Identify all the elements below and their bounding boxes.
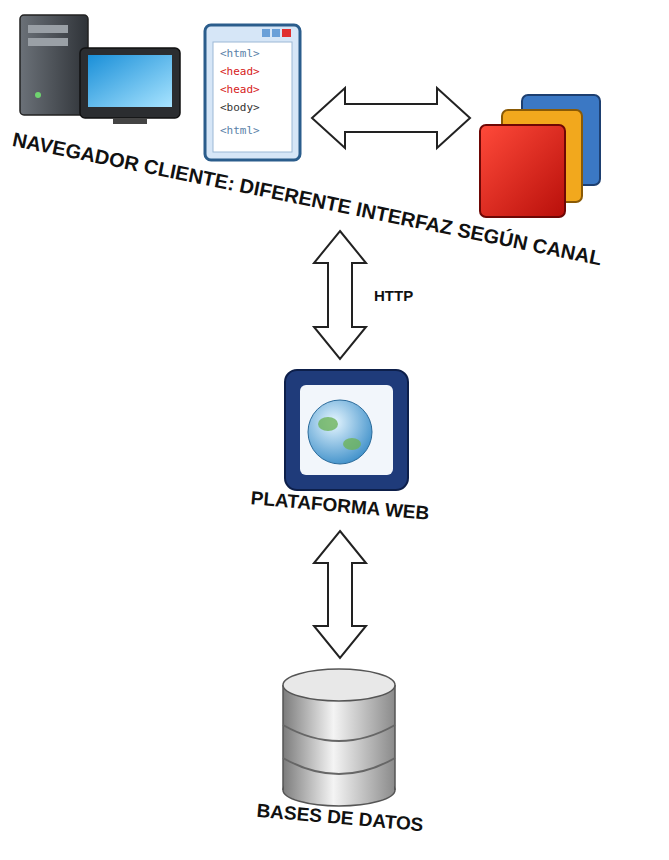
code-tag: <html> xyxy=(220,124,260,137)
database-icon xyxy=(283,669,395,806)
icon-node: PLATAFORMA WEB xyxy=(220,365,460,525)
computer-icon xyxy=(20,15,180,124)
code-tag: <head> xyxy=(220,65,260,78)
interface-panels xyxy=(480,95,600,217)
code-tag: <body> xyxy=(220,101,260,114)
html-window-icon xyxy=(205,25,300,160)
icon-node: NAVEGADOR CLIENTE: DIFERENTE INTERFAZ SE… xyxy=(0,0,669,225)
node-caption: BASES DE DATOS xyxy=(229,797,450,838)
code-tag: <head> xyxy=(220,83,260,96)
node-caption: PLATAFORMA WEB xyxy=(219,485,460,528)
icon-node: BASES DE DATOS xyxy=(230,664,450,844)
double-arrow-connector xyxy=(314,231,366,359)
web-platform-icon xyxy=(285,370,408,490)
double-arrow xyxy=(312,88,470,148)
code-tag: <html> xyxy=(220,47,260,60)
double-arrow-connector xyxy=(314,531,366,658)
protocol-label: HTTP xyxy=(372,286,415,305)
